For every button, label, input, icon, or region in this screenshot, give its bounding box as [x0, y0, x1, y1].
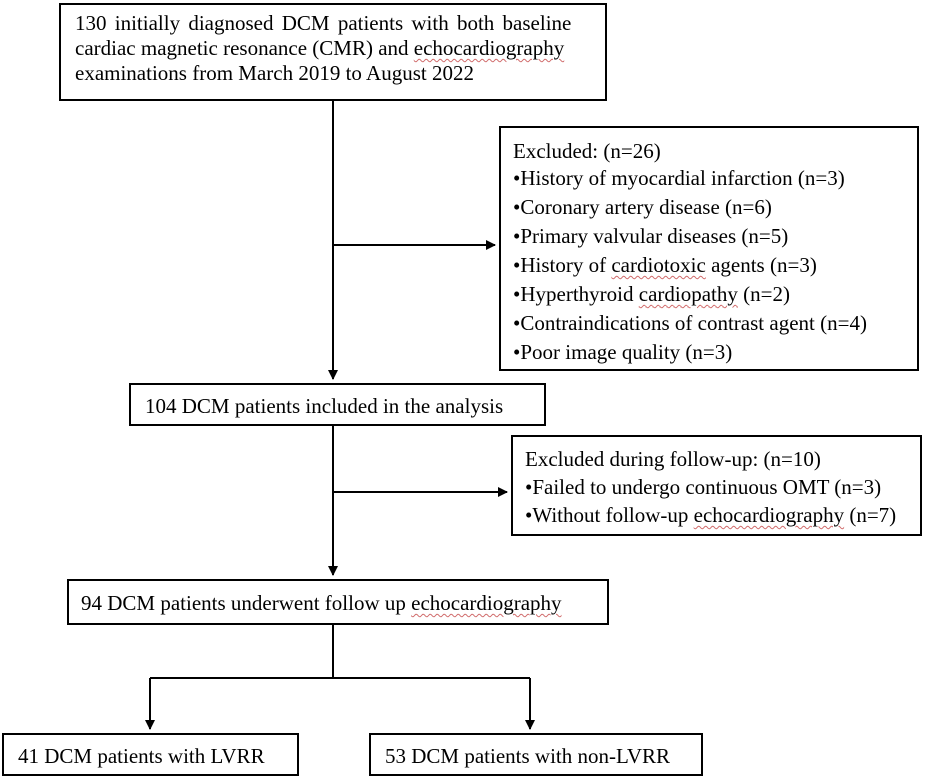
excluded-2-title: Excluded during follow-up: (n=10)	[525, 447, 821, 471]
exclusion-item-pre: •Contraindications of contrast agent (n=…	[513, 311, 867, 335]
exclusion-item-post: agents (n=3)	[705, 253, 817, 277]
lvrr-box: 41 DCM patients with LVRR	[2, 733, 299, 776]
exclusion-item-squig: echocardiography	[693, 503, 845, 527]
included-text: 104 DCM patients included in the analysi…	[145, 394, 504, 418]
lvrr-text: 41 DCM patients with LVRR	[18, 744, 265, 768]
excluded-2-list: •Failed to undergo continuous OMT (n=3)•…	[525, 473, 920, 529]
exclusion-item-pre: •Failed to undergo continuous OMT (n=3)	[525, 475, 882, 499]
initial-line-2-text: cardiac magnetic resonance (CMR) and	[75, 36, 414, 60]
nonlvrr-box: 53 DCM patients with non-LVRR	[369, 733, 703, 776]
exclusion-item-pre: •Coronary artery disease (n=6)	[513, 195, 772, 219]
exclusion-item: •Contraindications of contrast agent (n=…	[513, 309, 917, 338]
exclusion-item-pre: •Hyperthyroid	[513, 282, 639, 306]
nonlvrr-text: 53 DCM patients with non-LVRR	[385, 744, 671, 768]
exclusion-item-squig: cardiopathy	[638, 282, 738, 306]
followup-text: 94 DCM patients underwent follow up echo…	[81, 591, 607, 616]
exclusion-item: •Primary valvular diseases (n=5)	[513, 222, 917, 251]
exclusion-item: •Poor image quality (n=3)	[513, 338, 917, 367]
exclusion-item-pre: •Primary valvular diseases (n=5)	[513, 224, 789, 248]
exclusion-item: •Without follow-up echocardiography (n=7…	[525, 501, 920, 529]
excluded-box-1: Excluded: (n=26) •History of myocardial …	[499, 126, 919, 371]
excluded-1-title: Excluded: (n=26)	[513, 139, 661, 163]
exclusion-item-pre: •History of myocardial infarction (n=3)	[513, 166, 845, 190]
exclusion-item: •Coronary artery disease (n=6)	[513, 193, 917, 222]
exclusion-item-pre: •Without follow-up	[525, 503, 694, 527]
initial-line-3: examinations from March 2019 to August 2…	[75, 61, 474, 85]
exclusion-item-post: (n=2)	[737, 282, 790, 306]
exclusion-item: •Hyperthyroid cardiopathy (n=2)	[513, 280, 917, 309]
initial-box: 130 initially diagnosed DCM patients wit…	[59, 3, 607, 101]
followup-text-squig: echocardiography	[411, 591, 562, 615]
exclusion-item-post: (n=7)	[844, 503, 897, 527]
included-box: 104 DCM patients included in the analysi…	[129, 383, 546, 426]
followup-text-plain: 94 DCM patients underwent follow up	[81, 591, 412, 615]
initial-line-2-squig: echocardiography	[413, 36, 565, 60]
initial-line-1: 130 initially diagnosed DCM patients wit…	[75, 11, 572, 35]
followup-box: 94 DCM patients underwent follow up echo…	[67, 579, 609, 625]
exclusion-item-pre: •History of	[513, 253, 612, 277]
excluded-1-list: •History of myocardial infarction (n=3) •…	[513, 164, 917, 367]
initial-line-2: cardiac magnetic resonance (CMR) and ech…	[75, 36, 605, 61]
exclusion-item-squig: cardiotoxic	[611, 253, 706, 277]
exclusion-item: •Failed to undergo continuous OMT (n=3)	[525, 473, 920, 501]
exclusion-item-pre: •Poor image quality (n=3)	[513, 340, 733, 364]
excluded-box-2: Excluded during follow-up: (n=10) •Faile…	[511, 435, 922, 536]
exclusion-item: •History of myocardial infarction (n=3)	[513, 164, 917, 193]
exclusion-item: •History of cardiotoxic agents (n=3)	[513, 251, 917, 280]
